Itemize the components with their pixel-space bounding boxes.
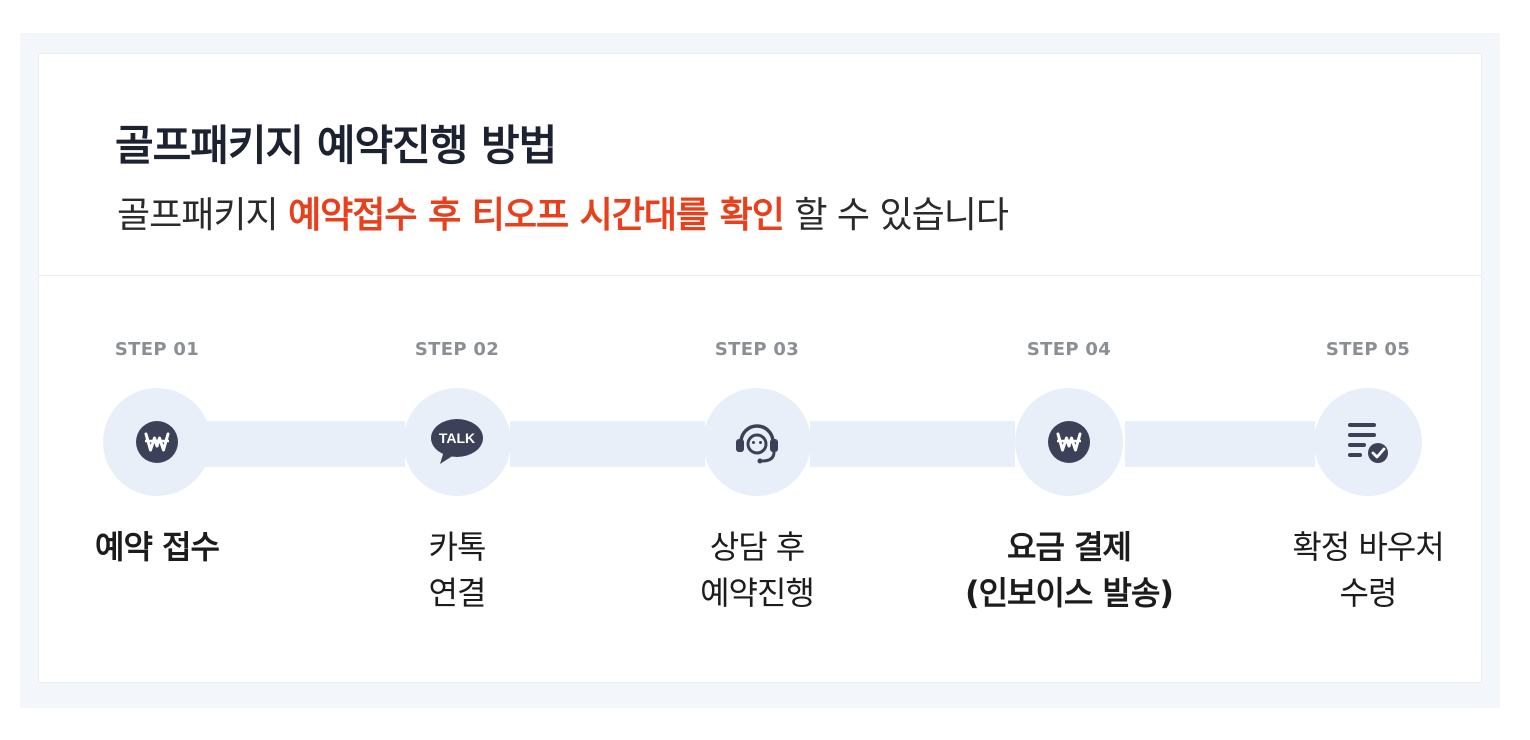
subtitle-highlight: 예약접수 후 티오프 시간대를 확인 <box>288 195 785 236</box>
step-name: 상담 후 예약진행 <box>700 528 815 612</box>
step-label: STEP 05 <box>1325 339 1411 360</box>
section-divider <box>38 275 1482 276</box>
step-connector <box>205 421 405 467</box>
step-name: 요금 결제 (인보이스 발송) <box>964 528 1174 612</box>
step-label: STEP 01 <box>114 339 200 360</box>
page-subtitle: 골프패키지 예약접수 후 티오프 시간대를 확인 할 수 있습니다 <box>117 186 1009 238</box>
won-coin-icon <box>1048 421 1090 463</box>
checklist-icon <box>1348 423 1388 463</box>
step-03: STEP 03 상담 후 예약진행 <box>627 336 887 616</box>
won-coin-icon <box>136 421 178 463</box>
step-icon-circle <box>103 388 211 496</box>
step-icon-circle <box>703 388 811 496</box>
step-icon-circle <box>1314 388 1422 496</box>
step-icon-circle <box>1015 388 1123 496</box>
guide-card <box>38 53 1482 683</box>
subtitle-suffix: 할 수 있습니다 <box>794 195 1009 236</box>
subtitle-prefix: 골프패키지 <box>117 195 279 236</box>
step-label: STEP 02 <box>414 339 500 360</box>
step-connector <box>810 421 1015 467</box>
step-connector <box>1125 421 1315 467</box>
step-icon-circle: TALK <box>403 388 511 496</box>
step-05: STEP 05 확정 바우처 수령 <box>1238 336 1498 616</box>
step-name: 확정 바우처 수령 <box>1292 528 1444 612</box>
step-02: STEP 02 TALK 카톡 연결 <box>327 336 587 616</box>
step-name: 카톡 연결 <box>428 528 487 612</box>
page-title: 골프패키지 예약진행 방법 <box>115 121 557 170</box>
headset-icon <box>736 424 778 464</box>
svg-text:TALK: TALK <box>439 430 475 446</box>
step-01: STEP 01 예약 접수 <box>27 336 287 570</box>
step-connector <box>510 421 705 467</box>
step-04: STEP 04 요금 결제 (인보이스 발송) <box>939 336 1199 616</box>
step-label: STEP 03 <box>714 339 800 360</box>
kakao-talk-icon: TALK <box>431 419 483 464</box>
step-label: STEP 04 <box>1026 339 1112 360</box>
step-name: 예약 접수 <box>95 528 220 566</box>
